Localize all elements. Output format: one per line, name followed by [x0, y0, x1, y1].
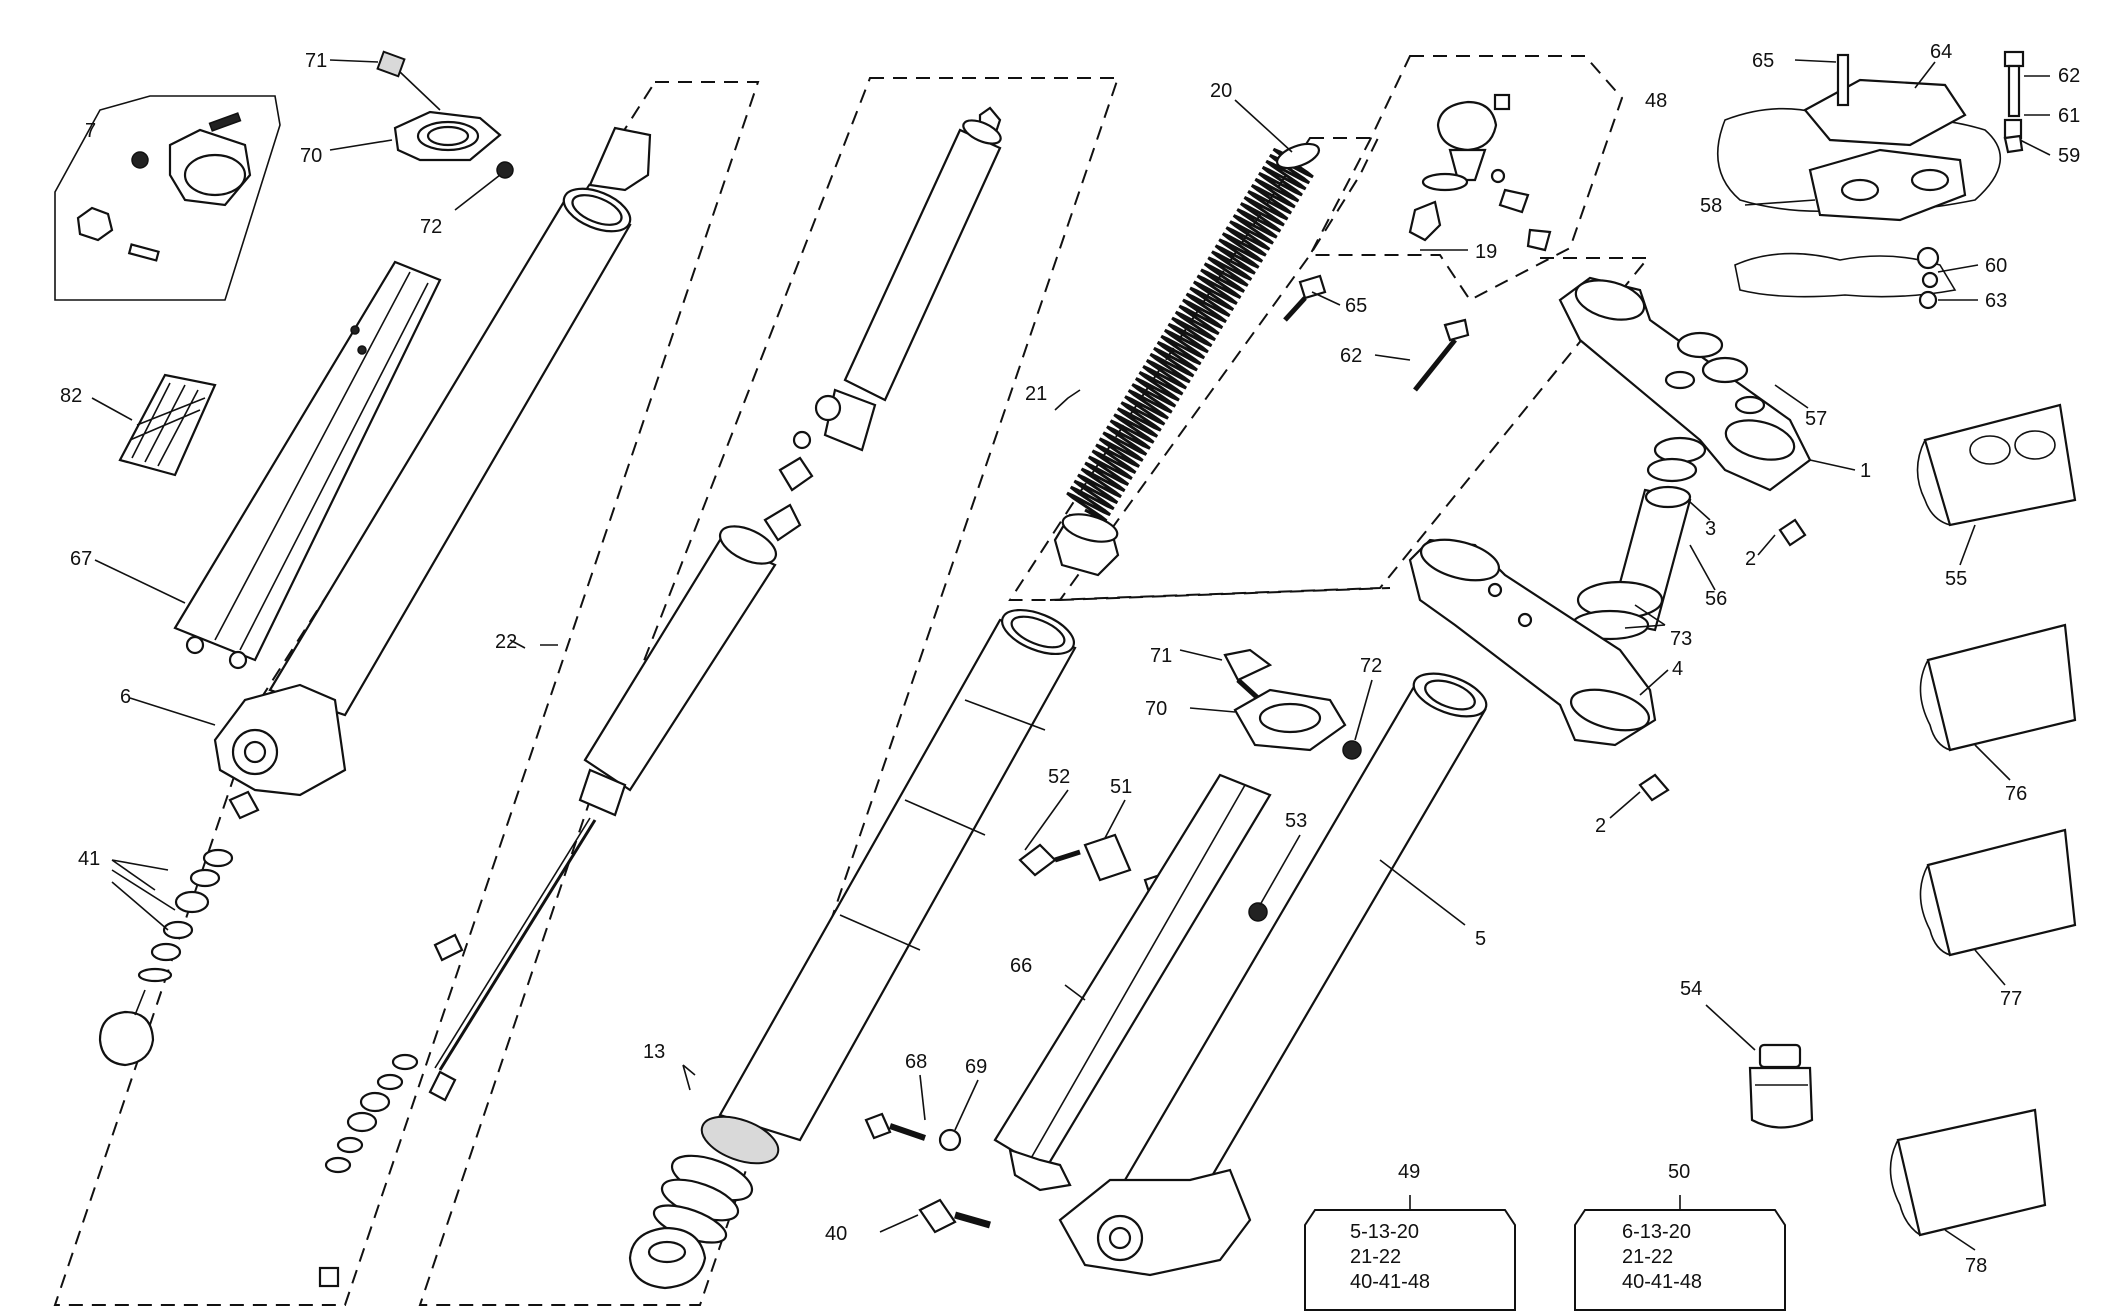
callout-labels: 71 7 70 72 82 67 6 41 22 20 21 48 19 65 …: [60, 41, 2080, 1293]
damper-pieces-22: [318, 933, 464, 1288]
callout-73: 73: [1670, 628, 1692, 650]
group-48-outline: [1308, 55, 1624, 302]
top-cap-48: [1408, 93, 1552, 252]
steering-stem-4: [1408, 436, 1707, 802]
callout-21: 21: [1025, 383, 1047, 405]
callout-19: 19: [1475, 241, 1497, 263]
callout-62: 62: [1340, 345, 1362, 367]
callout-60: 60: [1985, 255, 2007, 277]
callout-1: 1: [1860, 460, 1871, 482]
callout-64: 64: [1930, 41, 1952, 63]
callout-57: 57: [1805, 408, 1827, 430]
callout-5: 5: [1475, 928, 1486, 950]
upper-triple-clamp-1: [1558, 276, 1812, 547]
callout-2-lower: 2: [1595, 815, 1606, 837]
inner-tube-13: [763, 106, 1002, 542]
callout-56: 56: [1705, 588, 1727, 610]
fork-cover-67: [173, 260, 442, 670]
fork-cover-66: [993, 773, 1272, 1192]
callout-4: 4: [1672, 658, 1683, 680]
bolts-68-69-40: [864, 1112, 991, 1234]
callout-71-lower: 71: [1150, 645, 1172, 667]
callout-77: 77: [2000, 988, 2022, 1010]
oil-bottle-54: [1748, 1043, 1814, 1129]
callout-78: 78: [1965, 1255, 1987, 1277]
bracket-64-58: [1717, 50, 2025, 310]
slider-tube-13: [628, 608, 1077, 1290]
kit-49-line-2: 21-22: [1350, 1246, 1401, 1268]
callout-61: 61: [2058, 105, 2080, 127]
kit-box-49: [1304, 1195, 1516, 1311]
covers-55-78: [1889, 403, 2077, 1237]
callout-82: 82: [60, 385, 82, 407]
clamp-7-parts: [76, 112, 252, 262]
callout-70-lower: 70: [1145, 698, 1167, 720]
callout-65: 65: [1345, 295, 1367, 317]
callout-65-top: 65: [1752, 50, 1774, 72]
outer-tube-5: [1058, 648, 1488, 1277]
group-tube-outline: [1059, 587, 1391, 601]
kit-50-line-2: 21-22: [1622, 1246, 1673, 1268]
callout-66: 66: [1010, 955, 1032, 977]
callout-67: 67: [70, 548, 92, 570]
reflector-82: [118, 373, 217, 477]
kit-49-line-1: 5-13-20: [1350, 1221, 1419, 1243]
callout-58: 58: [1700, 195, 1722, 217]
damper-rod-22: [428, 126, 778, 1102]
callout-69: 69: [965, 1056, 987, 1078]
callout-48: 48: [1645, 90, 1667, 112]
callout-6: 6: [120, 686, 131, 708]
kit-49-line-3: 40-41-48: [1350, 1271, 1430, 1293]
leader-lines: [91, 59, 2051, 1251]
callout-72: 72: [420, 216, 442, 238]
callout-63: 63: [1985, 290, 2007, 312]
kit-box-50: [1574, 1195, 1786, 1311]
callout-3: 3: [1705, 518, 1716, 540]
callout-62-top: 62: [2058, 65, 2080, 87]
callout-20: 20: [1210, 80, 1232, 102]
callout-55: 55: [1945, 568, 1967, 590]
damper-stack-41: [98, 790, 260, 1067]
group-stem-outline: [1049, 257, 1651, 601]
clamp-70-upper: [376, 50, 514, 179]
callout-72-lower: 72: [1360, 655, 1382, 677]
outer-tube-6: [213, 187, 632, 797]
kit-50-line-3: 40-41-48: [1622, 1271, 1702, 1293]
callout-53: 53: [1285, 810, 1307, 832]
group-7-outline: [54, 95, 281, 301]
kit-49-number: 49: [1398, 1161, 1420, 1183]
callout-2: 2: [1745, 548, 1756, 570]
callout-41: 41: [78, 848, 100, 870]
callout-40: 40: [825, 1223, 847, 1245]
callout-59: 59: [2058, 145, 2080, 167]
callout-13: 13: [643, 1041, 665, 1063]
callout-76: 76: [2005, 783, 2027, 805]
group-upper-outline: [1008, 137, 1380, 601]
callout-7: 7: [85, 120, 96, 142]
kit-50-number: 50: [1668, 1161, 1690, 1183]
callout-68: 68: [905, 1051, 927, 1073]
callout-54: 54: [1680, 978, 1702, 1000]
callout-70: 70: [300, 145, 322, 167]
callout-22: 22: [495, 631, 517, 653]
spring-20-21: [1053, 142, 1321, 577]
kit-50-line-1: 6-13-20: [1622, 1221, 1691, 1243]
bolt-65-62: [1283, 274, 1470, 392]
callout-52: 52: [1048, 766, 1070, 788]
callout-71: 71: [305, 50, 327, 72]
callout-51: 51: [1110, 776, 1132, 798]
